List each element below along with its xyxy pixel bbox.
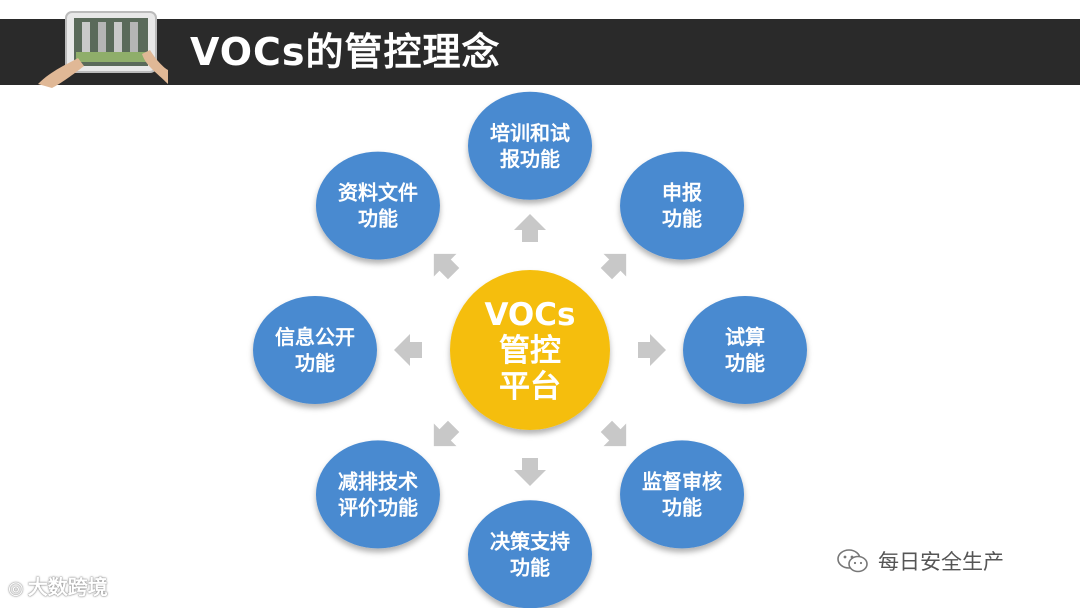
node-declare-circle: [620, 151, 745, 260]
tablet-hands-image: [38, 11, 168, 88]
arrow-decision: [514, 458, 546, 486]
node-calculate-circle: [683, 296, 807, 404]
arrow-calculate: [638, 334, 666, 366]
node-documents-label: 资料文件: [338, 181, 418, 205]
center-hub-label: VOCs: [484, 297, 575, 333]
arrow-disclosure: [394, 334, 422, 366]
node-supervise-circle: [620, 440, 745, 549]
node-training-label: 报功能: [500, 147, 560, 171]
node-supervise-label: 监督审核: [642, 469, 722, 493]
wechat-icon: [837, 549, 868, 573]
wechat-brand-text: 每日安全生产: [878, 550, 1004, 574]
node-documents-label: 功能: [358, 207, 398, 231]
node-calculate-label: 功能: [725, 351, 765, 375]
node-training-circle: [468, 91, 592, 200]
center-hub-label: 平台: [499, 369, 561, 405]
arrow-declare: [600, 253, 627, 280]
node-declare-label: 申报: [662, 181, 702, 205]
node-decision-circle: [468, 500, 592, 608]
node-training-label: 培训和试: [490, 121, 570, 145]
arrow-documents: [433, 253, 460, 280]
node-declare-label: 功能: [662, 207, 702, 231]
wechat-brand: 每日安全生产: [836, 546, 1004, 576]
page-title: VOCs的管控理念: [190, 30, 501, 74]
node-documents-circle: [315, 151, 440, 260]
node-decision-label: 功能: [510, 555, 550, 579]
arrow-supervise: [600, 420, 627, 447]
node-disclosure-label: 信息公开: [275, 325, 355, 349]
watermark-logo-text: 大数跨境: [27, 575, 108, 599]
watermark-logo: ◎大数跨境: [8, 574, 108, 600]
center-hub-circle: [450, 270, 610, 430]
node-calculate-label: 试算: [725, 325, 765, 349]
node-supervise-label: 功能: [662, 495, 702, 519]
header-bar: [0, 19, 1080, 85]
node-disclosure-label: 功能: [295, 351, 335, 375]
node-emission-label: 评价功能: [338, 495, 418, 519]
node-disclosure-circle: [253, 296, 377, 404]
node-emission-label: 减排技术: [338, 469, 418, 493]
logo-icon: ◎: [8, 578, 24, 599]
node-emission-circle: [315, 440, 440, 549]
arrow-emission: [433, 420, 460, 447]
center-hub-label: 管控: [499, 333, 561, 369]
arrow-training: [514, 214, 546, 242]
node-decision-label: 决策支持: [490, 529, 570, 553]
